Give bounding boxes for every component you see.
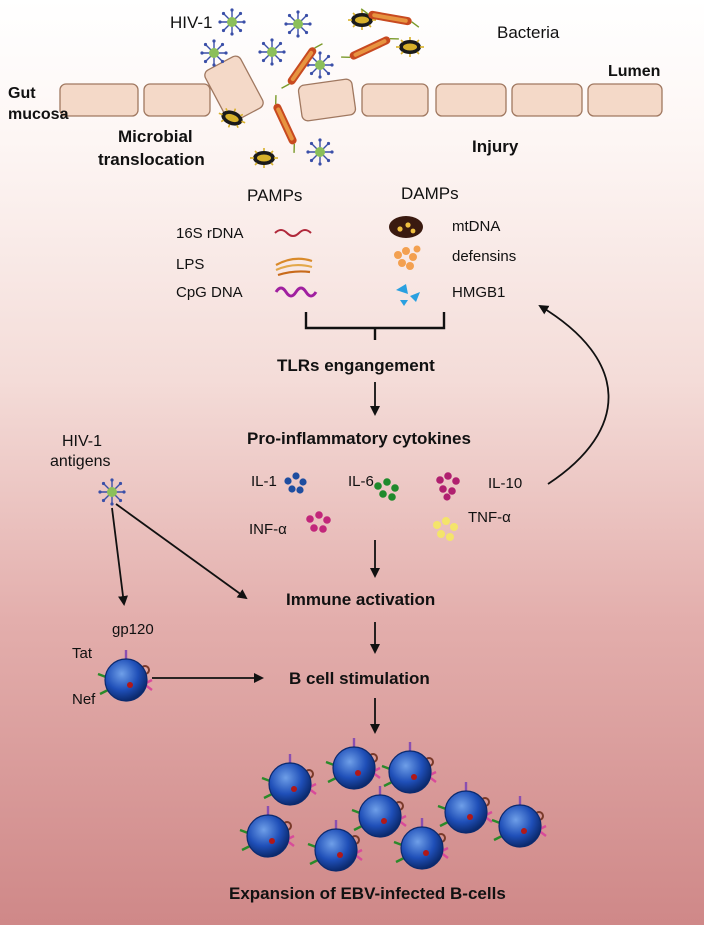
lps-icon bbox=[275, 257, 313, 277]
hmgb1-icon bbox=[396, 284, 420, 306]
il6-label: IL-6 bbox=[348, 473, 374, 490]
feedback-arrow bbox=[538, 304, 610, 485]
gp120-label: gp120 bbox=[112, 621, 154, 638]
translocation-label: translocation bbox=[98, 150, 205, 169]
il6-dots bbox=[374, 478, 399, 501]
il1-dots bbox=[284, 472, 307, 494]
cytokines-label: Pro-inflammatory cytokines bbox=[247, 429, 471, 448]
inf-dots bbox=[306, 511, 331, 533]
arrow-antigen-to-immune bbox=[115, 503, 248, 600]
tnf-dots bbox=[433, 517, 458, 541]
damps-heading: DAMPs bbox=[401, 184, 459, 203]
immune-activation-label: Immune activation bbox=[286, 590, 436, 609]
antigen-hiv-label: HIV-1 bbox=[62, 433, 103, 450]
il10-label: IL-10 bbox=[488, 475, 523, 492]
cpg-icon bbox=[274, 286, 318, 298]
expansion-label: Expansion of EBV-infected B-cells bbox=[229, 884, 506, 903]
pamps-heading: PAMPs bbox=[247, 186, 303, 205]
tat-label: Tat bbox=[72, 645, 93, 662]
gut-label: Gut bbox=[8, 85, 36, 102]
mtdna-icon bbox=[389, 216, 423, 238]
b-cell-icon bbox=[96, 648, 154, 703]
b-cell-stimulation-label: B cell stimulation bbox=[289, 669, 430, 688]
expanded-b-cells bbox=[238, 736, 548, 873]
damp-item-hmgb1: HMGB1 bbox=[452, 284, 506, 301]
rdna-icon bbox=[274, 229, 312, 237]
arrow-antigen-to-gp120 bbox=[111, 507, 128, 606]
damp-item-mtdna: mtDNA bbox=[452, 218, 501, 235]
bacteria-label: Bacteria bbox=[497, 23, 560, 42]
nef-label: Nef bbox=[72, 691, 96, 708]
il10-dots bbox=[436, 472, 460, 501]
microbial-label: Microbial bbox=[118, 127, 193, 146]
pamp-item-cpg: CpG DNA bbox=[176, 284, 243, 301]
inf-alpha-label: INF-α bbox=[249, 521, 287, 538]
il1-label: IL-1 bbox=[251, 473, 277, 490]
injury-label: Injury bbox=[472, 137, 519, 156]
antigen-virus-icon bbox=[97, 477, 127, 507]
hiv-label: HIV-1 bbox=[170, 13, 213, 32]
defensins-icon bbox=[394, 245, 421, 270]
mucosa-layer bbox=[59, 55, 663, 123]
tnf-alpha-label: TNF-α bbox=[468, 509, 511, 526]
pamp-damp-bracket bbox=[304, 312, 446, 340]
mucosa-label: mucosa bbox=[8, 106, 69, 123]
pamp-symbols bbox=[274, 229, 318, 298]
tlr-label: TLRs engangement bbox=[277, 356, 435, 375]
lumen-label: Lumen bbox=[608, 63, 661, 80]
pamp-item-16s: 16S rDNA bbox=[176, 225, 244, 242]
antigens-label: antigens bbox=[50, 453, 111, 470]
damp-item-defensins: defensins bbox=[452, 248, 517, 265]
damp-symbols bbox=[389, 216, 423, 306]
pamp-item-lps: LPS bbox=[176, 256, 205, 273]
